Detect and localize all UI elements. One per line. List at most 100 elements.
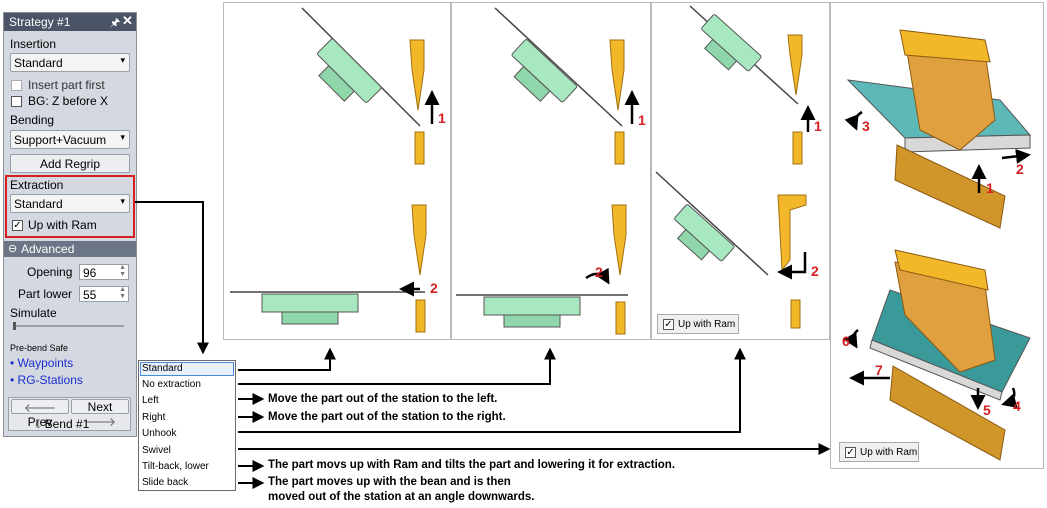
lower-die-icon: [790, 299, 801, 329]
step-number: 4: [1013, 398, 1021, 414]
option-no-extraction[interactable]: No extraction: [142, 379, 201, 390]
insertion-label: Insertion: [10, 37, 57, 51]
lower-die-icon: [615, 301, 626, 335]
part-gripper-icon: [701, 14, 762, 72]
add-regrip-label: Add Regrip: [39, 157, 101, 171]
up-with-ram-label: Up with Ram: [28, 218, 97, 232]
option-standard[interactable]: Standard: [142, 363, 183, 374]
extraction-dropdown[interactable]: Standard ▾: [10, 194, 130, 213]
up-with-ram-checkbox-icon: ✓: [663, 319, 674, 330]
part-gripper-icon: [317, 38, 382, 103]
part-lower-value: 55: [83, 288, 97, 302]
insert-part-first-label: Insert part first: [28, 78, 105, 92]
up-with-ram-checkbox[interactable]: ✓: [12, 220, 23, 231]
step-number: 1: [814, 118, 822, 134]
part-gripper-icon: [261, 293, 359, 325]
part-lower-spinner[interactable]: 55 ▲▼: [79, 286, 129, 302]
step-number: 1: [638, 112, 646, 128]
part-gripper-icon: [483, 296, 581, 328]
upper-tool-icon: [787, 34, 803, 96]
up-with-ram-text: Up with Ram: [860, 447, 918, 458]
extraction-value: Standard: [14, 197, 63, 211]
option-right[interactable]: Right: [142, 412, 166, 423]
option-unhook[interactable]: Unhook: [142, 428, 177, 439]
part-lower-label: Part lower: [18, 287, 73, 301]
bending-value: Support+Vacuum: [14, 133, 107, 147]
extraction-label: Extraction: [10, 178, 64, 192]
simulate-slider[interactable]: [14, 325, 124, 327]
note-left: Move the part out of the station to the …: [268, 393, 498, 405]
lower-die-icon: [415, 299, 426, 333]
bending-label: Bending: [10, 113, 55, 127]
step-number: 7: [875, 362, 883, 378]
bg-z-before-x-checkbox[interactable]: [11, 96, 22, 107]
option-swivel[interactable]: Swivel: [142, 445, 171, 456]
add-regrip-button[interactable]: Add Regrip: [10, 154, 130, 173]
up-with-ram-option-box: ✓ Up with Ram: [839, 442, 919, 462]
upper-tool-icon: [609, 39, 625, 111]
slider-thumb[interactable]: [13, 322, 16, 330]
step-number: 2: [430, 280, 438, 296]
extraction-highlight: [5, 175, 135, 238]
advanced-section-header[interactable]: ⊖ Advanced: [4, 241, 136, 257]
close-icon[interactable]: ✕: [122, 13, 133, 28]
extraction-options-list: Standard No extraction Left Right Unhook…: [138, 360, 236, 491]
waypoints-link[interactable]: • Waypoints: [10, 356, 74, 370]
connector-lines: [135, 201, 831, 489]
step-number: 1: [438, 110, 446, 126]
opening-label: Opening: [27, 265, 73, 279]
pin-icon[interactable]: 🖈: [110, 17, 121, 29]
option-tilt-back-lower[interactable]: Tilt-back, lower: [142, 461, 209, 472]
prev-button[interactable]: 🡐 Prev: [11, 399, 69, 429]
next-label: Next: [87, 400, 113, 414]
step-number: 2: [811, 263, 819, 279]
upper-tool-icon: [611, 204, 627, 276]
panel-title-bar: Strategy #1 🖈 ✕: [4, 13, 136, 31]
arrow-right-icon: 🡒: [83, 415, 117, 429]
spinner-arrows-icon: ▲▼: [119, 264, 126, 278]
insertion-dropdown[interactable]: Standard ▾: [10, 53, 130, 72]
rg-stations-link[interactable]: • RG-Stations: [10, 373, 83, 387]
upper-tool-icon: [411, 204, 427, 276]
step-number: 6: [842, 333, 850, 349]
option-left[interactable]: Left: [142, 395, 159, 406]
step-number: 2: [595, 264, 603, 280]
note-right: Move the part out of the station to the …: [268, 411, 506, 423]
part-gripper-icon: [674, 204, 735, 262]
opening-spinner[interactable]: 96 ▲▼: [79, 264, 129, 280]
simulate-label: Simulate: [10, 306, 57, 320]
swivel-illustration: [655, 5, 816, 329]
spinner-arrows-icon: ▲▼: [119, 286, 126, 300]
arrow-down-icon: 🡓: [35, 417, 42, 431]
bend-button[interactable]: 🡓 Bend #1: [35, 415, 105, 431]
note-slide-back-line1: The part moves up with the bean and is t…: [268, 476, 511, 488]
lower-die-icon: [792, 131, 803, 165]
bend-navigation: 🡐 Prev Next 🡒 🡓 Bend #1: [8, 397, 131, 431]
strategy-panel: Strategy #1 🖈 ✕ Insertion Standard ▾ Ins…: [3, 12, 137, 437]
chevron-down-icon: ▾: [120, 55, 125, 65]
selected-option-highlight: [140, 362, 234, 376]
insertion-value: Standard: [14, 56, 63, 70]
upper-tool-icon: [777, 194, 807, 272]
note-slide-back-line2: moved out of the station at an angle dow…: [268, 491, 535, 503]
up-with-ram-checkbox-icon: ✓: [845, 447, 856, 458]
part-gripper-icon: [511, 39, 578, 103]
chevron-down-icon: ▾: [120, 196, 125, 206]
bend-label: Bend #1: [44, 417, 90, 431]
unhook-illustration: [456, 7, 640, 335]
collapse-icon: ⊖: [8, 243, 18, 255]
lower-die-icon: [614, 131, 625, 165]
bending-dropdown[interactable]: Support+Vacuum ▾: [10, 130, 130, 149]
lower-die-icon: [414, 131, 425, 165]
option-slide-back[interactable]: Slide back: [142, 477, 189, 488]
advanced-label: Advanced: [21, 242, 75, 256]
prebend-safe-label: Pre-bend Safe: [10, 343, 69, 353]
next-button[interactable]: Next 🡒: [71, 399, 129, 429]
up-with-ram-option-box: ✓ Up with Ram: [657, 314, 739, 334]
step-number: 2: [1016, 161, 1024, 177]
arrow-left-icon: 🡐: [23, 401, 57, 415]
insert-part-first-checkbox[interactable]: [11, 80, 22, 91]
tilt-back-illustration: [844, 29, 1032, 229]
up-with-ram-text: Up with Ram: [678, 319, 736, 330]
